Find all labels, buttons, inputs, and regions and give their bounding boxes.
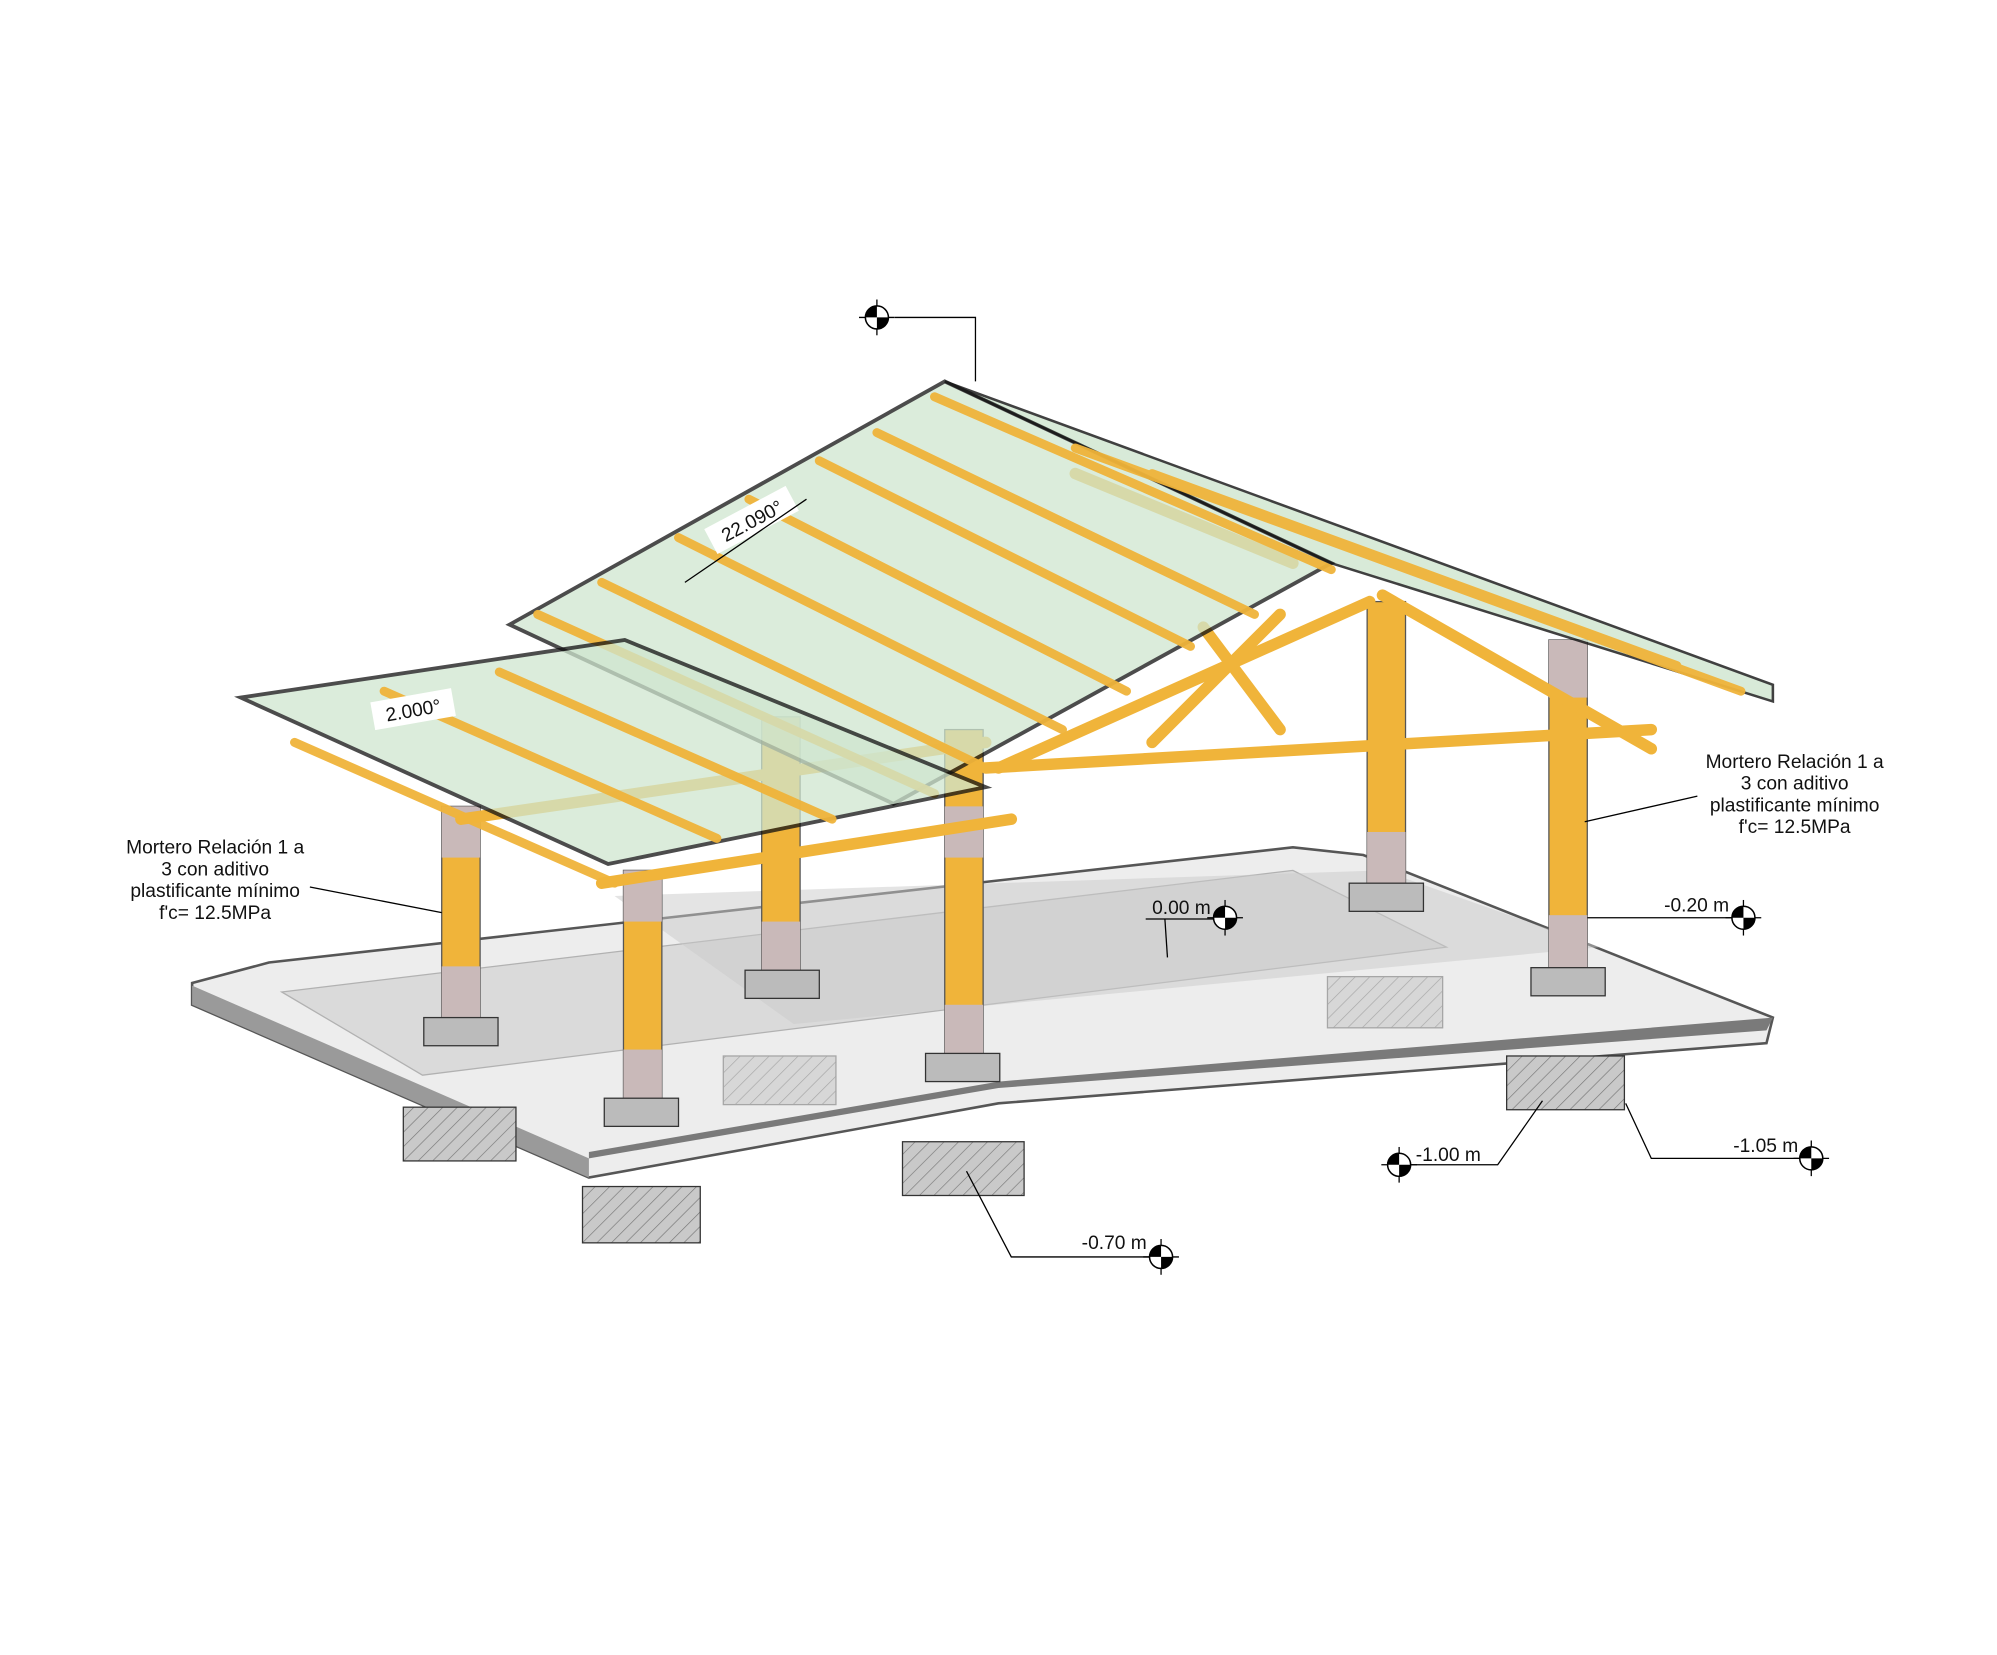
level-marker-top <box>858 299 977 382</box>
svg-text:Mortero Relación 1 a3 con adit: Mortero Relación 1 a3 con aditivoplastif… <box>126 838 304 924</box>
footings <box>402 975 1626 1244</box>
footing <box>901 1141 1025 1197</box>
level-marker-footing-c: -1.05 m <box>1625 1103 1830 1177</box>
footing <box>1326 975 1444 1029</box>
slope-arrow <box>684 498 807 583</box>
level-marker-footing-b: -1.00 m <box>1381 1100 1544 1183</box>
column <box>423 805 499 1047</box>
svg-text:-0.70 m: -0.70 m <box>1082 1233 1147 1254</box>
svg-text:-1.05 m: -1.05 m <box>1733 1136 1798 1157</box>
columns <box>423 600 1606 1128</box>
column <box>603 869 680 1128</box>
level-marker-footing-a: -0.70 m <box>965 1170 1179 1275</box>
svg-text:Mortero Relación 1 a3 con adit: Mortero Relación 1 a3 con aditivoplastif… <box>1706 752 1884 838</box>
svg-text:0.00 m: 0.00 m <box>1152 898 1211 919</box>
svg-text:-0.20 m: -0.20 m <box>1664 895 1729 916</box>
level-marker-floor: 0.00 m <box>1145 898 1243 958</box>
footing <box>581 1185 701 1244</box>
footing <box>402 1106 517 1162</box>
footing <box>722 1055 837 1106</box>
svg-text:-1.00 m: -1.00 m <box>1416 1145 1481 1166</box>
footing <box>1506 1055 1626 1111</box>
level-marker-column-base: -0.20 m <box>1587 895 1762 936</box>
